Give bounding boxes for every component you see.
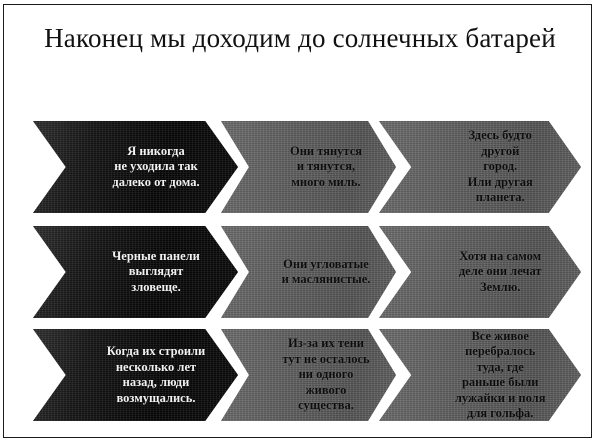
- chevron-item[interactable]: Здесь будто другой город. Или другая пла…: [379, 121, 581, 213]
- chevron-label: Когда их строили несколько лет назад, лю…: [106, 344, 206, 405]
- chevron-label: Хотя на самом деле они лечат Землю.: [458, 248, 542, 294]
- chevron-label: Здесь будто другой город. Или другая пла…: [467, 128, 533, 205]
- chevron-row: Я никогда не уходила так далеко от дома.…: [0, 121, 600, 213]
- chevron-item[interactable]: Они тянутся и тянутся, много миль.: [221, 121, 396, 213]
- chevron-item[interactable]: Все живое перебралось туда, где раньше б…: [379, 329, 581, 421]
- chevron-item[interactable]: Черные панели выглядят зловеще.: [33, 226, 238, 318]
- chevron-label: Черные панели выглядят зловеще.: [112, 248, 200, 294]
- chevron-item[interactable]: Из-за их тени тут не осталось ни одного …: [221, 329, 396, 421]
- chevron-row: Черные панели выглядят зловеще. Они угло…: [0, 226, 600, 318]
- chevron-item[interactable]: Они угловатые и маслянистые.: [221, 226, 396, 318]
- chevron-label: Я никогда не уходила так далеко от дома.: [112, 143, 200, 189]
- chevron-item[interactable]: Хотя на самом деле они лечат Землю.: [379, 226, 581, 318]
- chevron-label: Они тянутся и тянутся, много миль.: [289, 143, 363, 189]
- chevron-item[interactable]: Когда их строили несколько лет назад, лю…: [33, 329, 238, 421]
- chevron-label: Все живое перебралось туда, где раньше б…: [454, 328, 546, 420]
- chevron-label: Они угловатые и маслянистые.: [281, 256, 371, 287]
- chevron-row: Когда их строили несколько лет назад, лю…: [0, 329, 600, 421]
- chevron-label: Из-за их тени тут не осталось ни одного …: [282, 336, 370, 413]
- chevron-item[interactable]: Я никогда не уходила так далеко от дома.: [33, 121, 238, 213]
- page-title: Наконец мы доходим до солнечных батарей: [44, 23, 556, 53]
